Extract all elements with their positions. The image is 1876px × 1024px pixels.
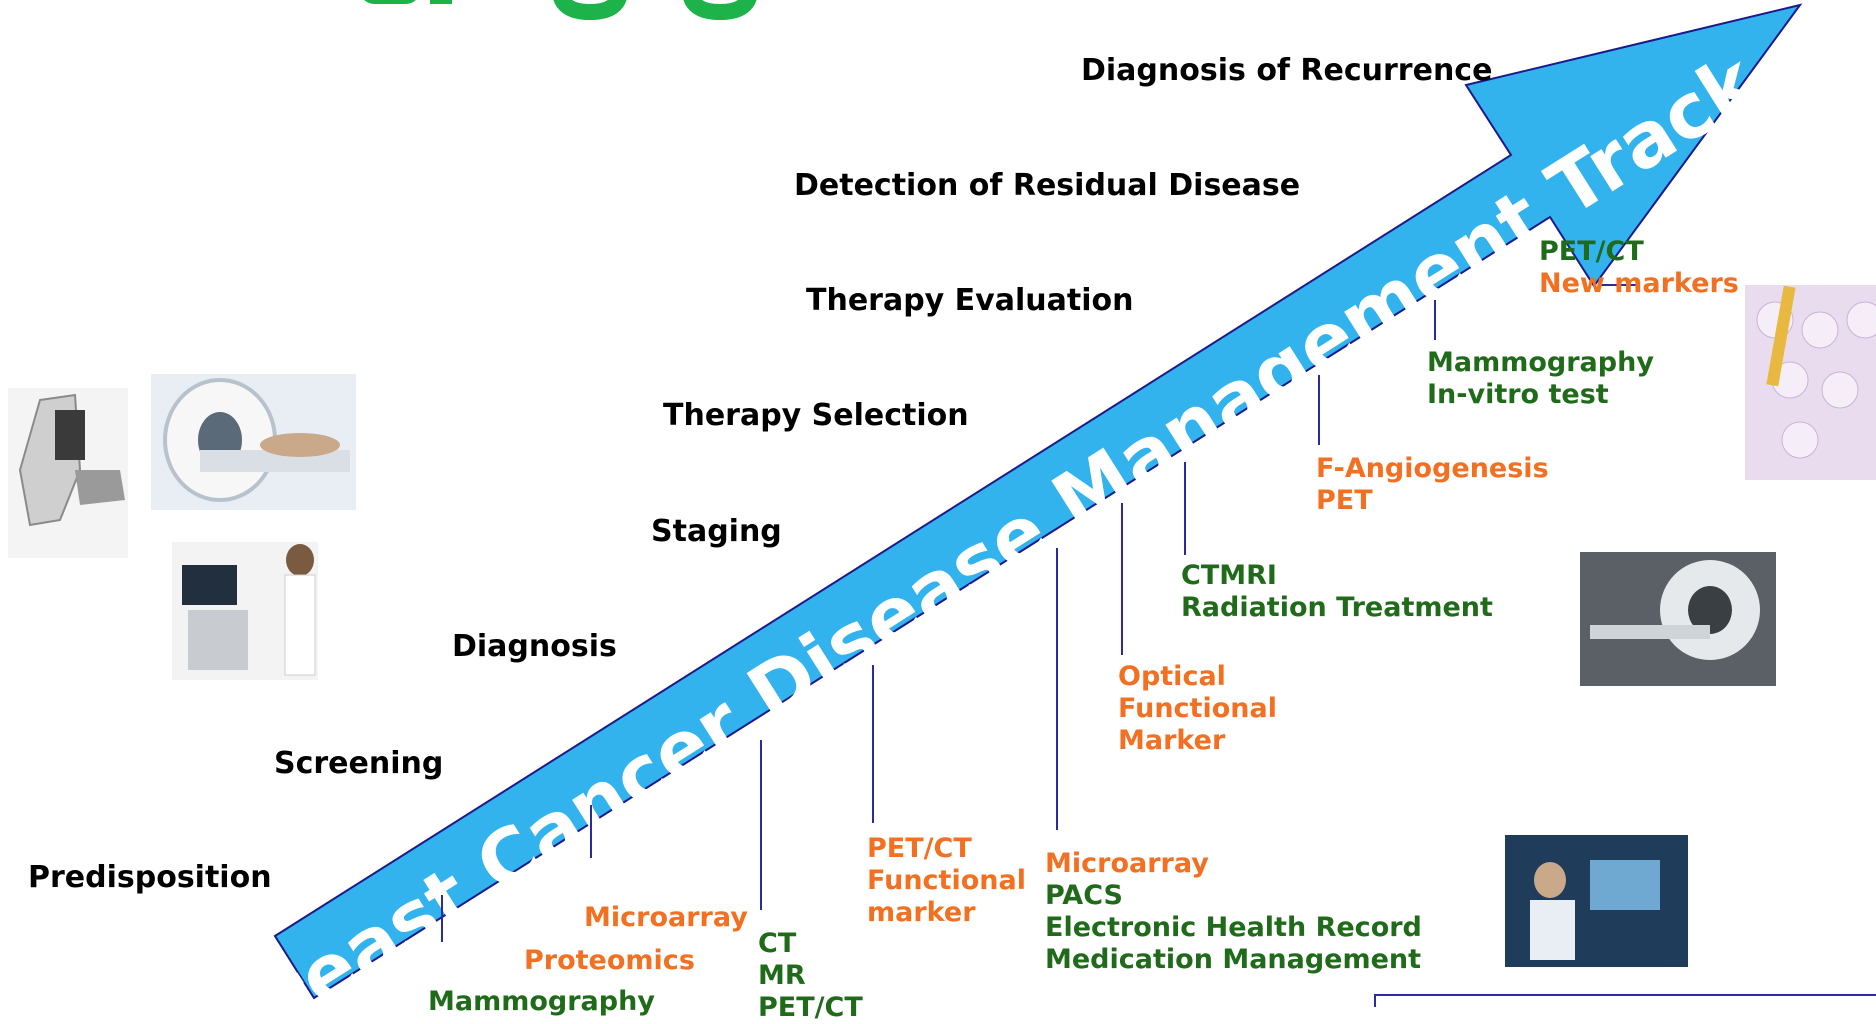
stage-therapy-selection: Therapy Selection [663,398,969,433]
modality-pacs: PACS [1045,880,1123,911]
modality-functional-1: Functional [867,865,1026,896]
stage-staging: Staging [651,514,782,549]
modality-petct-2: PET/CT [867,833,972,864]
stage-predisposition: Predisposition [28,860,272,895]
mri-scanner-photo [151,374,356,510]
callout-box-edge [1374,994,1876,1007]
pet-ct-scanner-photo [1580,552,1776,686]
radiology-workstation-photo [1505,835,1688,967]
modality-marker-1: marker [867,897,976,928]
stage-diagnosis: Diagnosis [452,629,617,664]
modality-mr: MR [758,960,806,991]
modality-ct: CT [758,928,797,959]
modality-f-angiogenesis: F-Angiogenesis [1316,453,1549,484]
modality-functional-2: Functional [1118,693,1277,724]
modality-group-angiogenesis: F-Angiogenesis PET [1316,453,1549,517]
modality-group-new-markers: PET/CT New markers [1539,236,1739,300]
modality-group-optical: Optical Functional Marker [1118,661,1277,757]
lab-tubes-photo [1745,285,1876,480]
leader-lines [441,284,1640,942]
stage-residual-disease: Detection of Residual Disease [794,168,1301,203]
modality-petct-top: PET/CT [1539,236,1644,267]
modality-medication: Medication Management [1045,944,1422,975]
modality-radiation: Radiation Treatment [1181,592,1493,623]
modality-group-mammography-top: Mammography In-vitro test [1427,347,1654,411]
modality-mammography-top: Mammography [1427,347,1654,378]
modality-mammography-bottom: Mammography [428,986,655,1017]
modality-optical: Optical [1118,661,1226,692]
modality-petct-bottom: PET/CT [758,992,863,1023]
title-fragment [364,0,757,21]
modality-group-ctmri: CTMRI Radiation Treatment [1181,560,1493,624]
modality-microarray-1: Microarray [584,902,748,933]
management-track-arrow [273,3,1803,1000]
modality-proteomics: Proteomics [524,945,695,976]
stage-recurrence: Diagnosis of Recurrence [1081,53,1493,88]
modality-group-informatics: Microarray PACS Electronic Health Record… [1045,848,1422,976]
modality-ehr: Electronic Health Record [1045,912,1422,943]
mammography-machine-photo [8,388,128,558]
modality-pet: PET [1316,485,1373,516]
stage-therapy-evaluation: Therapy Evaluation [806,283,1134,318]
modality-marker-2: Marker [1118,725,1226,756]
modality-ctmri: CTMRI [1181,560,1277,591]
stage-screening: Screening [274,746,444,781]
modality-new-markers: New markers [1539,268,1739,299]
modality-microarray-2: Microarray [1045,848,1209,879]
modality-group-imaging: CT MR PET/CT [758,928,863,1024]
ultrasound-station-photo [172,542,318,680]
modality-invitro: In-vitro test [1427,379,1609,410]
modality-group-petct-functional: PET/CT Functional marker [867,833,1026,929]
